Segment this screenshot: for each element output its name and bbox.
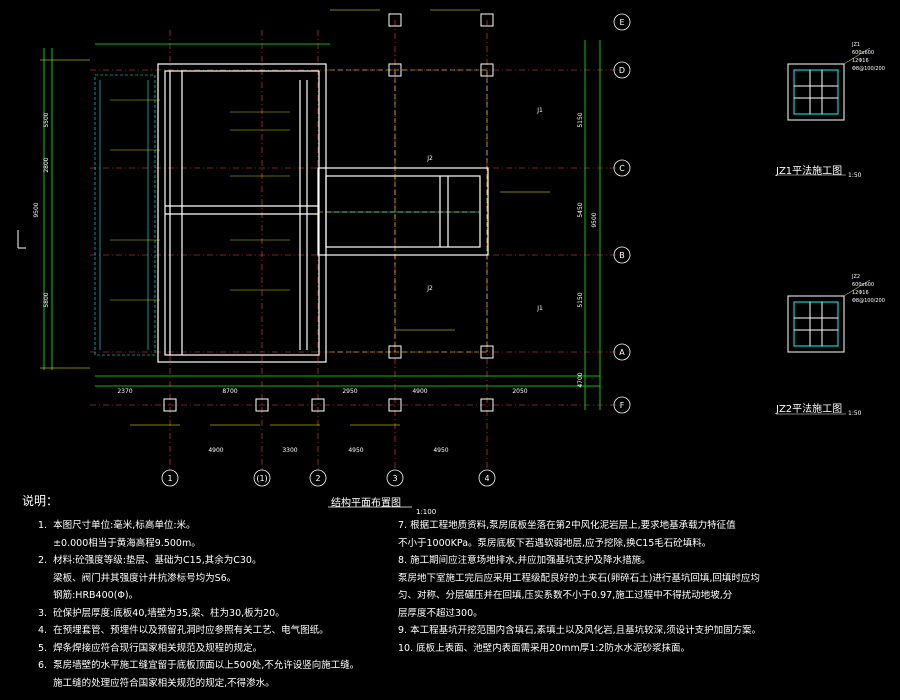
dimension-value: 9500	[33, 202, 40, 217]
dimension-value: 2950	[342, 388, 357, 395]
svg-text:600x600: 600x600	[852, 50, 874, 56]
dimension-value: 4900	[208, 447, 223, 454]
axis-bubble	[161, 469, 179, 487]
svg-text:Φ8@100/200: Φ8@100/200	[852, 66, 885, 72]
dimension-value: 4700	[577, 372, 584, 387]
dimension-value: 4950	[433, 447, 448, 454]
axis-label: 4	[484, 474, 489, 483]
axis-label: (1)	[256, 474, 267, 483]
dimension-lines	[43, 40, 601, 410]
axis-bubble	[613, 343, 631, 361]
dimension-value: 5150	[577, 292, 584, 307]
svg-text:JZ2: JZ2	[851, 274, 860, 280]
dimension-value: 2050	[512, 388, 527, 395]
detail-jz2	[776, 279, 871, 415]
dimension-value: 3300	[282, 447, 297, 454]
section-mark	[17, 230, 26, 249]
dimension-value: 4950	[348, 447, 363, 454]
leader-annotations	[40, 9, 550, 426]
dimension-value: 5450	[577, 202, 584, 217]
axis-label: A	[619, 348, 625, 357]
dimension-value: 8700	[222, 388, 237, 395]
axis-bubble	[613, 61, 631, 79]
svg-text:12Φ16: 12Φ16	[852, 290, 869, 296]
axis-bubble	[253, 469, 271, 487]
detail-jz1	[776, 47, 871, 176]
axis-label: 3	[392, 474, 397, 483]
axis-label: F	[620, 401, 625, 410]
dimension-value: J1	[536, 107, 543, 114]
svg-text:600x600: 600x600	[852, 282, 874, 288]
dimension-value: 9500	[591, 212, 598, 227]
axis-label: D	[619, 66, 625, 75]
svg-text:12Φ16: 12Φ16	[852, 58, 869, 64]
dimension-value: J2	[426, 155, 433, 162]
axis-bubble	[613, 159, 631, 177]
axis-label: E	[619, 18, 624, 27]
svg-text:Φ8@100/200: Φ8@100/200	[852, 298, 885, 304]
axis-bubble	[386, 469, 404, 487]
building-outline	[157, 63, 489, 363]
axis-bubbles: E D C B A F 1 (1) 2 3 4	[161, 13, 631, 487]
dimension-value: 4900	[412, 388, 427, 395]
dimension-text: 2370 8700 2950 4900 2050 4900 3300 4950 4950 5150…	[33, 107, 598, 454]
dimension-value: J2	[426, 285, 433, 292]
axis-bubble	[613, 246, 631, 264]
dimension-value: 2800	[43, 157, 50, 172]
dimension-value: 2370	[117, 388, 132, 395]
dimension-value: J1	[536, 305, 543, 312]
axis-label: 1	[167, 474, 172, 483]
svg-text:JZ1: JZ1	[851, 42, 860, 48]
beam-lines	[318, 69, 488, 353]
axis-bubble	[613, 396, 631, 414]
wall-hatching	[94, 74, 480, 356]
axis-bubble	[613, 13, 631, 31]
axis-label: 2	[315, 474, 320, 483]
axis-label: C	[619, 164, 625, 173]
axis-bubble	[478, 469, 496, 487]
axis-label: B	[619, 251, 625, 260]
axis-bubble	[309, 469, 327, 487]
dimension-value: 5150	[577, 112, 584, 127]
dimension-value: 5800	[43, 292, 50, 307]
dimension-value: 5500	[43, 112, 50, 127]
detail-labels: JZ1 600x600 12Φ16 Φ8@100/200 JZ2 600x600…	[851, 42, 885, 304]
columns	[163, 13, 494, 412]
